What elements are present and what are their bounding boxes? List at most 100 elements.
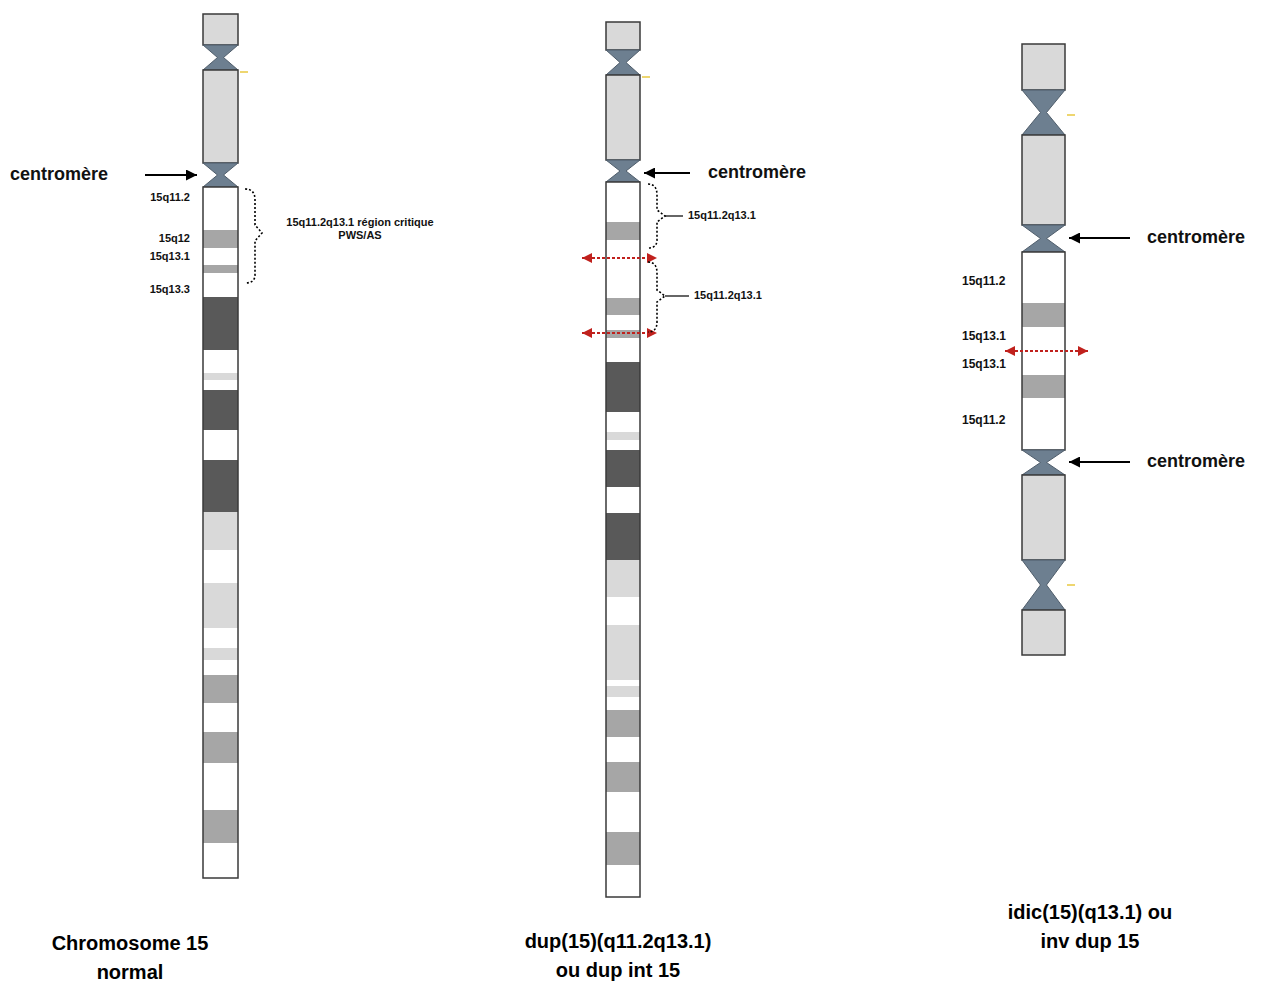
dotted-bracket xyxy=(648,184,665,248)
chromosome-band xyxy=(203,843,238,878)
marker-tick xyxy=(1067,584,1075,586)
figure-caption: idic(15)(q13.1) ou inv dup 15 xyxy=(1005,898,1175,956)
chromosome-band xyxy=(606,832,640,865)
marker-tick xyxy=(240,71,248,73)
centromere-label: centromère xyxy=(708,162,806,184)
chromosome-arm xyxy=(203,70,238,163)
marker-tick xyxy=(1067,114,1075,116)
chromosome-band xyxy=(203,265,238,273)
chromosome-arm xyxy=(1022,135,1065,225)
band-label: 15q13.1 xyxy=(962,357,1006,371)
chromosome-band xyxy=(606,450,640,487)
centromere-constriction xyxy=(1022,450,1065,475)
chromosome-band xyxy=(203,373,238,380)
chromosome-band xyxy=(1022,252,1065,303)
chromosome-band xyxy=(606,762,640,792)
chromosome-band xyxy=(203,230,238,248)
chromosome-band xyxy=(1022,327,1065,375)
chromosome-band xyxy=(606,686,640,697)
chromosome-band xyxy=(203,648,238,660)
chromosome-band xyxy=(606,597,640,625)
centromere-constriction xyxy=(203,163,238,187)
chromosome-band xyxy=(203,550,238,583)
pointer-arrow xyxy=(644,172,690,174)
chromosome-band xyxy=(606,697,640,710)
chromosome-arm xyxy=(1022,475,1065,560)
chromosome-band xyxy=(606,560,640,597)
chromosome-band xyxy=(203,350,238,373)
chromosome-band xyxy=(203,390,238,430)
chromosome-band xyxy=(203,512,238,550)
band-label: 15q13.1 xyxy=(150,250,190,263)
centromere-constriction xyxy=(606,160,640,182)
chromosome-band xyxy=(203,583,238,628)
chromosome-band xyxy=(606,625,640,680)
centromere-constriction xyxy=(606,50,640,75)
chromosome-arm xyxy=(203,14,238,45)
band-label: 15q11.2 xyxy=(962,413,1005,427)
dotted-bracket xyxy=(245,189,262,283)
chromosome-band xyxy=(606,338,640,362)
chromosome-band xyxy=(606,412,640,432)
pointer-arrow xyxy=(1069,237,1130,239)
pointer-arrow xyxy=(145,174,197,176)
chromosome-band xyxy=(203,675,238,703)
chromosome-band xyxy=(606,710,640,737)
centromere-label: centromère xyxy=(10,164,108,186)
chromosome-band xyxy=(606,680,640,686)
chromosome-band xyxy=(203,460,238,512)
chromosome-band xyxy=(203,810,238,843)
chromosome xyxy=(1022,44,1075,655)
centromere-constriction xyxy=(203,45,238,70)
centromere-label: centromère xyxy=(1147,451,1245,473)
chromosome-band xyxy=(203,628,238,648)
centromere-constriction xyxy=(1022,90,1065,135)
marker-tick xyxy=(642,76,650,78)
breakpoint-arrow xyxy=(1005,350,1088,352)
chromosome-arm xyxy=(203,187,238,878)
figure-caption: Chromosome 15 normal xyxy=(38,929,223,985)
chromosome xyxy=(606,22,650,897)
chromosome-arm xyxy=(1022,44,1065,90)
chromosome-band xyxy=(606,298,640,315)
region-label: 15q11.2q13.1 xyxy=(694,289,762,302)
pointer-arrow xyxy=(1069,461,1130,463)
chromosome-band xyxy=(203,430,238,460)
leader-line xyxy=(665,215,683,216)
chromosome-band xyxy=(203,660,238,675)
centromere-constriction xyxy=(1022,225,1065,252)
chromosome-band xyxy=(1022,303,1065,327)
chromosome-band xyxy=(203,380,238,390)
chromosome-band xyxy=(606,240,640,298)
chromosome-band xyxy=(203,732,238,763)
chromosome-band xyxy=(606,513,640,560)
chromosome-band xyxy=(606,315,640,330)
region-label: 15q11.2q13.1 région critique PWS/AS xyxy=(285,216,435,242)
chromosome-band xyxy=(203,763,238,810)
chromosome-band xyxy=(203,297,238,350)
chromosome-band xyxy=(606,792,640,832)
chromosome-band xyxy=(606,362,640,412)
chromosome-band xyxy=(606,440,640,450)
band-label: 15q11.2 xyxy=(962,274,1005,288)
breakpoint-arrow xyxy=(582,332,657,334)
chromosome-band xyxy=(606,182,640,222)
band-label: 15q13.1 xyxy=(962,329,1006,343)
chromosome-band xyxy=(606,222,640,240)
chromosome-band xyxy=(606,487,640,513)
chromosome-band xyxy=(1022,398,1065,450)
chromosome-band xyxy=(606,737,640,762)
chromosome-band xyxy=(203,703,238,732)
chromosome-band xyxy=(1022,375,1065,398)
centromere-label: centromère xyxy=(1147,227,1245,249)
centromere-constriction xyxy=(1022,560,1065,610)
chromosome-arm xyxy=(1022,610,1065,655)
band-label: 15q11.2 xyxy=(150,191,190,204)
chromosome-arm xyxy=(606,75,640,160)
band-label: 15q13.3 xyxy=(150,283,190,296)
breakpoint-arrow xyxy=(582,257,657,259)
figure-caption: dup(15)(q11.2q13.1) ou dup int 15 xyxy=(511,927,726,985)
chromosome-band xyxy=(606,865,640,897)
chromosome-band xyxy=(203,187,238,230)
